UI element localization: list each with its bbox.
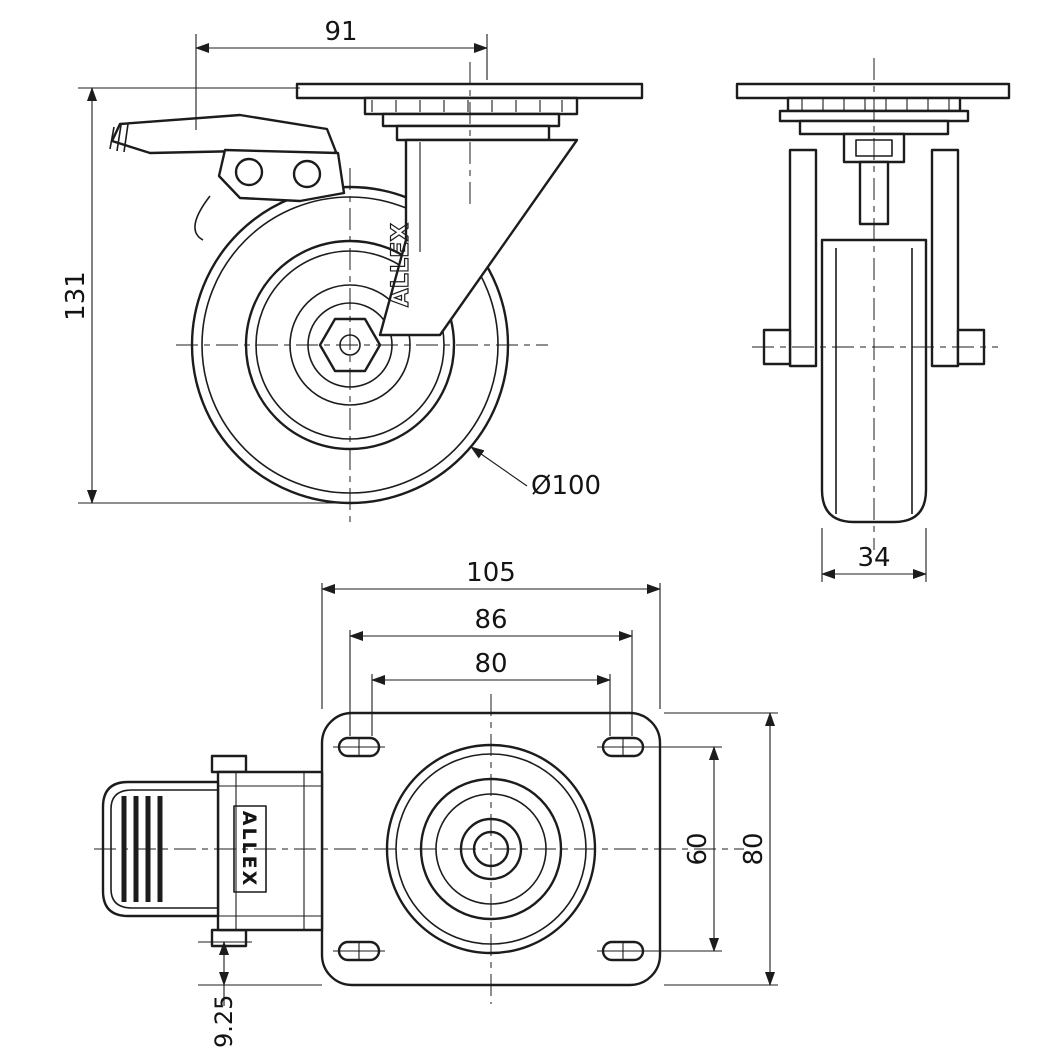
- dim-131: 131: [61, 87, 360, 504]
- dim-86: 86: [349, 605, 633, 736]
- leader-line: [470, 446, 528, 487]
- front-view: [735, 82, 1011, 524]
- dim-text-105: 105: [466, 558, 516, 588]
- lever-pivot-hole-right: [292, 159, 322, 189]
- side-view: ALLEX: [109, 82, 644, 505]
- dim-91: 91: [195, 17, 488, 130]
- dim-34: 34: [821, 528, 927, 582]
- race-ball-ticks-front: [801, 99, 950, 110]
- dim-text-34: 34: [857, 543, 890, 573]
- fork-leg: [378, 138, 579, 337]
- top-plate-front: [735, 82, 1011, 100]
- swivel-race-lower: [381, 112, 561, 128]
- centerlines: [94, 58, 998, 1004]
- dim-text-925: 9.25: [210, 995, 238, 1048]
- dim-80-horizontal: 80: [371, 649, 611, 736]
- brand-badge-text: ALLEX: [238, 811, 260, 888]
- slot-centermarks: [333, 737, 649, 961]
- fork-logo-text: ALLEX: [386, 222, 414, 307]
- dim-text-80h: 80: [474, 649, 507, 679]
- dim-text-d100: Ø100: [531, 471, 601, 501]
- fork-leg-right-front: [930, 148, 960, 368]
- brake-bracket: [216, 770, 324, 932]
- swivel-housing: [395, 124, 551, 142]
- dim-text-86: 86: [474, 605, 507, 635]
- race-ball-ticks-side: [371, 100, 563, 112]
- brake-tab-bottom: [210, 928, 248, 948]
- lever-pivot-hole-left: [234, 157, 264, 187]
- dimensions: 91 131 Ø100 34 105 86: [61, 17, 927, 1048]
- dim-80-vertical: 80: [664, 712, 778, 986]
- dim-105: 105: [321, 558, 661, 709]
- dim-text-60: 60: [683, 832, 713, 865]
- dim-9-25: 9.25: [198, 941, 322, 1048]
- dim-text-131: 131: [61, 271, 91, 321]
- brake-spring-hook: [194, 195, 211, 241]
- swivel-race-upper: [363, 96, 579, 116]
- dim-60: 60: [643, 746, 722, 952]
- brake-lever-bracket: [217, 148, 346, 203]
- fork-leg-left-front: [788, 148, 818, 368]
- brake-tab-top: [210, 754, 248, 774]
- dim-wheel-diameter: Ø100: [470, 446, 601, 501]
- dim-text-80v: 80: [739, 832, 769, 865]
- lever-grip-ticks: [109, 123, 129, 153]
- dim-text-91: 91: [324, 17, 357, 47]
